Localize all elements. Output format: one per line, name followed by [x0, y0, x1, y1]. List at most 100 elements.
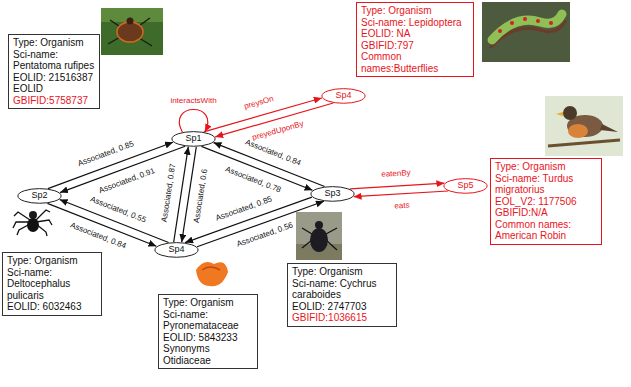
- branch: [548, 140, 620, 146]
- info-field: Sci-name: Pyronemataceae: [163, 309, 253, 332]
- species-label: Sp4: [161, 245, 192, 255]
- bird-beak: [556, 112, 563, 116]
- info-box: Type: OrganismSci-name: Cychrus caraboid…: [287, 263, 397, 327]
- species-label: Sp4: [328, 91, 359, 101]
- ellipse-shape: [155, 243, 198, 258]
- photo-ground: [482, 2, 570, 62]
- caterpillar-body: [492, 14, 562, 40]
- spider-leg: [36, 210, 50, 220]
- info-box: Type: OrganismSci-name: Pentatoma rufipe…: [8, 34, 100, 109]
- info-field: Type: Organism: [163, 297, 253, 309]
- info-field: GBIFID:5758737: [13, 95, 95, 107]
- info-field: Sci-name: Lepidoptera: [361, 17, 469, 29]
- edge-label: preysOn: [243, 95, 276, 112]
- robin-photo: [545, 96, 623, 156]
- ellipse-shape: [311, 187, 354, 202]
- association-arrow: [182, 147, 197, 242]
- edge-label: Associated, 0.56: [234, 221, 294, 249]
- bug-legs: [108, 18, 152, 46]
- photo-ground: [192, 258, 230, 290]
- edge-label: eats: [393, 201, 411, 210]
- edge-label: Associated, 0.84: [68, 221, 128, 251]
- info-field: Sci-name: Turdus migratorius: [495, 173, 597, 196]
- info-field: Common names: American Robin: [495, 219, 597, 242]
- info-field: Synonyms Otidiaceae: [163, 343, 253, 366]
- species-ellipse: Sp5: [443, 178, 488, 194]
- info-field: Type: Organism: [7, 255, 97, 267]
- edge-label: Associated, 0.85: [76, 140, 136, 169]
- info-field: Sci-name: Cychrus caraboides: [292, 278, 392, 301]
- info-box: Type: OrganismSci-name: PyronemataceaeEO…: [158, 294, 258, 369]
- bird-head: [563, 106, 577, 120]
- species-ellipse: Sp4: [154, 242, 199, 258]
- species-ellipse: Sp2: [17, 188, 62, 204]
- beetle-leg: [326, 228, 337, 234]
- fungus-cup: [196, 262, 228, 286]
- info-field: GBIFID:1036615: [292, 312, 392, 324]
- info-field: Common names:Butterflies: [361, 51, 469, 74]
- edge-label: interactsWith: [169, 97, 217, 105]
- photo-ground: [545, 96, 623, 156]
- beetle-leg: [302, 228, 312, 234]
- relation-arrow: [350, 183, 445, 189]
- ellipse-shape: [444, 179, 487, 194]
- info-box: Type: OrganismSci-name: Deltocephalus pu…: [2, 252, 102, 316]
- spot: [549, 21, 553, 25]
- info-field: EOLID: [13, 83, 95, 95]
- edge-label: eatenBy: [381, 169, 413, 179]
- beetle-photo: [296, 212, 342, 260]
- species-ellipse: Sp1: [171, 131, 216, 147]
- info-field: EOLID: 6032463: [7, 301, 97, 313]
- spider-photo: [13, 210, 52, 236]
- edge-label: Associated, 0.84: [244, 138, 304, 168]
- bug-body: [117, 22, 143, 42]
- edge-label: Associated, 0.87: [161, 162, 178, 224]
- species-label: Sp2: [24, 191, 55, 201]
- edge-label: Associated, 0.55: [89, 195, 149, 225]
- association-arrow: [174, 147, 189, 242]
- beetle-head: [315, 221, 323, 229]
- fungus-photo: [192, 258, 230, 290]
- edge-label: Associated, 0.91: [97, 166, 157, 195]
- info-field: EOL_V2: 1177506: [495, 196, 597, 208]
- edge-label: Associated, 0.6: [193, 168, 209, 225]
- info-field: Type: Organism: [13, 37, 95, 49]
- bird-breast: [568, 124, 588, 138]
- info-field: Type: Organism: [292, 266, 392, 278]
- relation-arrow: [354, 191, 449, 197]
- species-label: Sp5: [450, 181, 481, 191]
- info-field: Sci-name: Deltocephalus pulicaris: [7, 267, 97, 302]
- info-field: EOLID: 5843233: [163, 332, 253, 344]
- ellipse-shape: [18, 189, 61, 204]
- info-field: Type: Organism: [495, 161, 597, 173]
- spider-body: [27, 218, 39, 232]
- beetle-body: [310, 228, 328, 252]
- fungus-rim: [202, 267, 220, 270]
- caterpillar-spots: [498, 17, 553, 33]
- bird-tail: [600, 124, 618, 132]
- spider-legs: [13, 210, 52, 236]
- spot: [523, 17, 527, 21]
- info-field: EOLID: NA: [361, 28, 469, 40]
- info-field: Sci-name: Pentatoma rufipes: [13, 49, 95, 72]
- info-box: Type: OrganismSci-name: Turdus migratori…: [490, 158, 602, 245]
- spider-leg: [14, 212, 30, 220]
- info-field: EOLID: 2747703: [292, 301, 392, 313]
- bug-head: [127, 18, 134, 25]
- info-field: Type: Organism: [361, 5, 469, 17]
- photo-ground: [101, 8, 163, 55]
- relation-arrow: [179, 110, 207, 133]
- species-ellipse: Sp4: [321, 88, 366, 104]
- spot: [536, 19, 540, 23]
- caterpillar-photo: [482, 2, 570, 62]
- edge-label: preyedUponBy: [250, 120, 305, 143]
- info-field: EOLID: 21516387: [13, 72, 95, 84]
- species-label: Sp3: [317, 189, 348, 199]
- ellipse-shape: [322, 89, 365, 104]
- species-ellipse: Sp3: [310, 186, 355, 202]
- spot: [498, 29, 502, 33]
- species-label: Sp1: [178, 134, 209, 144]
- edge-label: Associated, 0.78: [223, 165, 283, 195]
- photo-ground: [296, 212, 342, 260]
